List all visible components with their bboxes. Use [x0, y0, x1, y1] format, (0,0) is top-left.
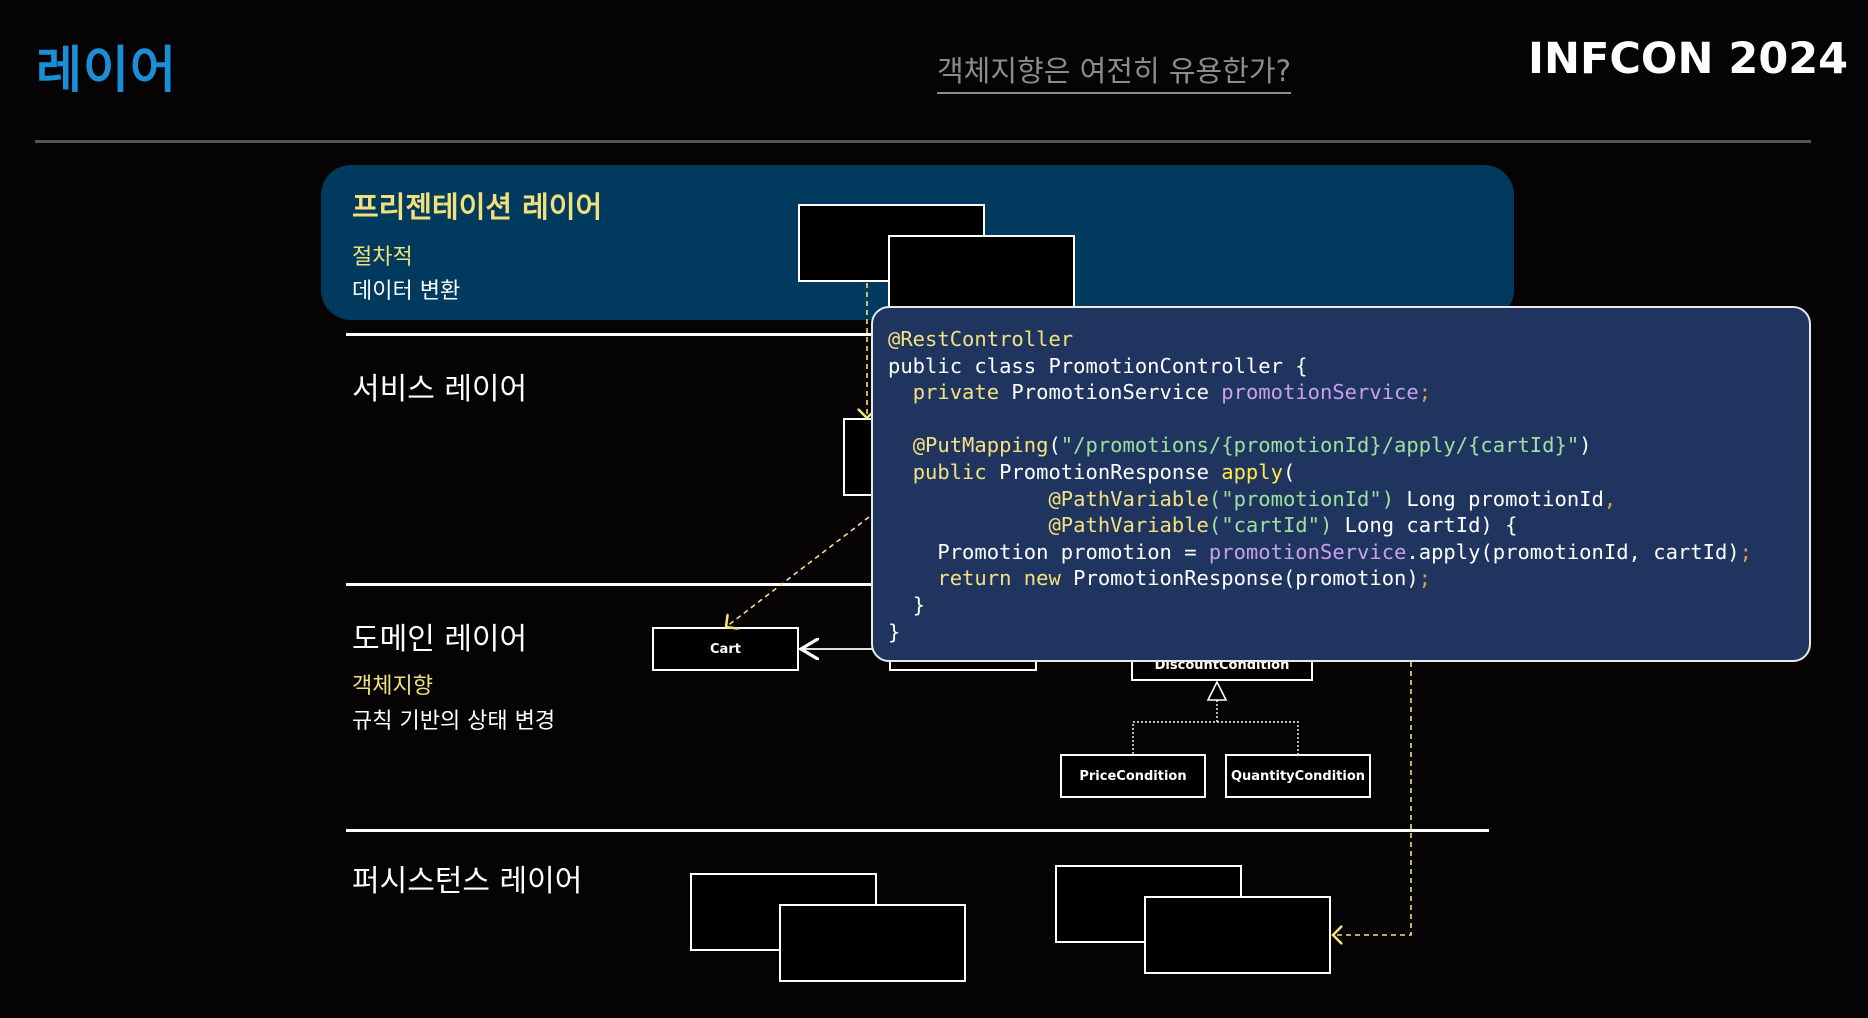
presentation-layer-desc-2: 데이터 변환 — [352, 279, 461, 304]
price-condition-label: PriceCondition — [1079, 768, 1187, 784]
code-line-6-type: PromotionResponse — [986, 459, 1222, 484]
code-line-9-field: promotionService — [1208, 539, 1407, 564]
price-condition-box: PriceCondition — [1060, 754, 1206, 798]
code-line-9-rest: .apply(promotionId, cartId) — [1406, 539, 1740, 564]
arrow-to-persistence — [1333, 662, 1412, 935]
code-line-10-rest: PromotionResponse(promotion) — [1060, 566, 1419, 591]
code-line-7-annotation: @PathVariable — [1048, 486, 1209, 511]
domain-layer-desc-2: 규칙 기반의 상태 변경 — [352, 709, 556, 734]
code-line-5-close: ) — [1579, 433, 1592, 458]
code-line-2: public class PromotionController { — [888, 353, 1308, 378]
slide-title: 레이어 — [36, 41, 177, 99]
code-line-3-end: ; — [1418, 380, 1432, 405]
code-line-8-string: ("cartId") — [1208, 513, 1333, 538]
code-line-5-open: ( — [1048, 433, 1061, 458]
code-line-8-annotation: @PathVariable — [1048, 513, 1209, 538]
code-line-7-comma: , — [1603, 486, 1617, 511]
slide-subtitle: 객체지향은 여전히 유용한가? — [937, 48, 1291, 94]
conference-logo: INFCON 2024 — [1528, 34, 1849, 84]
inheritance-branches — [1132, 721, 1299, 754]
arrow-service-to-cart — [726, 516, 870, 627]
quantity-condition-box: QuantityCondition — [1225, 754, 1371, 798]
code-line-9-end: ; — [1739, 539, 1752, 564]
code-line-3-field: promotionService — [1221, 380, 1419, 405]
code-line-7-rest: Long promotionId — [1394, 486, 1604, 511]
code-line-12: } — [888, 619, 901, 644]
cart-class-box: Cart — [652, 627, 799, 671]
domain-layer-desc-1: 객체지향 — [352, 674, 433, 699]
code-line-1: @RestController — [888, 327, 1074, 351]
persistence-box-1-front — [779, 904, 966, 982]
presentation-layer-desc-1: 절차적 — [352, 245, 413, 270]
code-line-5-string: "/promotions/{promotionId}/apply/{cartId… — [1060, 433, 1580, 458]
persistence-box-2-front — [1144, 896, 1331, 974]
service-layer-title: 서비스 레이어 — [352, 372, 528, 407]
presentation-box-front — [888, 235, 1075, 313]
domain-layer-title: 도메인 레이어 — [352, 622, 528, 657]
code-line-9-start: Promotion promotion = — [937, 539, 1209, 564]
code-line-7-string: ("promotionId") — [1208, 486, 1395, 511]
code-line-11: } — [912, 592, 926, 617]
code-line-3-kw: private — [912, 380, 1000, 405]
code-panel: @RestController public class PromotionCo… — [871, 306, 1811, 662]
persistence-layer-title: 퍼시스턴스 레이어 — [352, 864, 583, 899]
code-line-10-end: ; — [1418, 566, 1432, 591]
code-line-8-rest: Long cartId) { — [1332, 513, 1518, 538]
code-line-5-annotation: @PutMapping — [912, 433, 1049, 458]
code-line-3-type: PromotionService — [999, 380, 1222, 405]
quantity-condition-label: QuantityCondition — [1230, 768, 1366, 784]
cart-class-label: Cart — [710, 641, 741, 657]
code-line-6-open: ( — [1282, 459, 1296, 484]
header-divider — [35, 140, 1811, 143]
code-line-6-method: apply — [1221, 459, 1283, 484]
code-snippet: @RestController public class PromotionCo… — [888, 326, 1752, 645]
layer-divider-persistence — [346, 829, 1489, 832]
inheritance-triangle — [1206, 680, 1228, 701]
presentation-layer-title: 프리젠테이션 레이어 — [352, 190, 603, 224]
code-line-6-kw: public — [912, 459, 987, 484]
code-line-10-kw: return new — [937, 566, 1061, 591]
